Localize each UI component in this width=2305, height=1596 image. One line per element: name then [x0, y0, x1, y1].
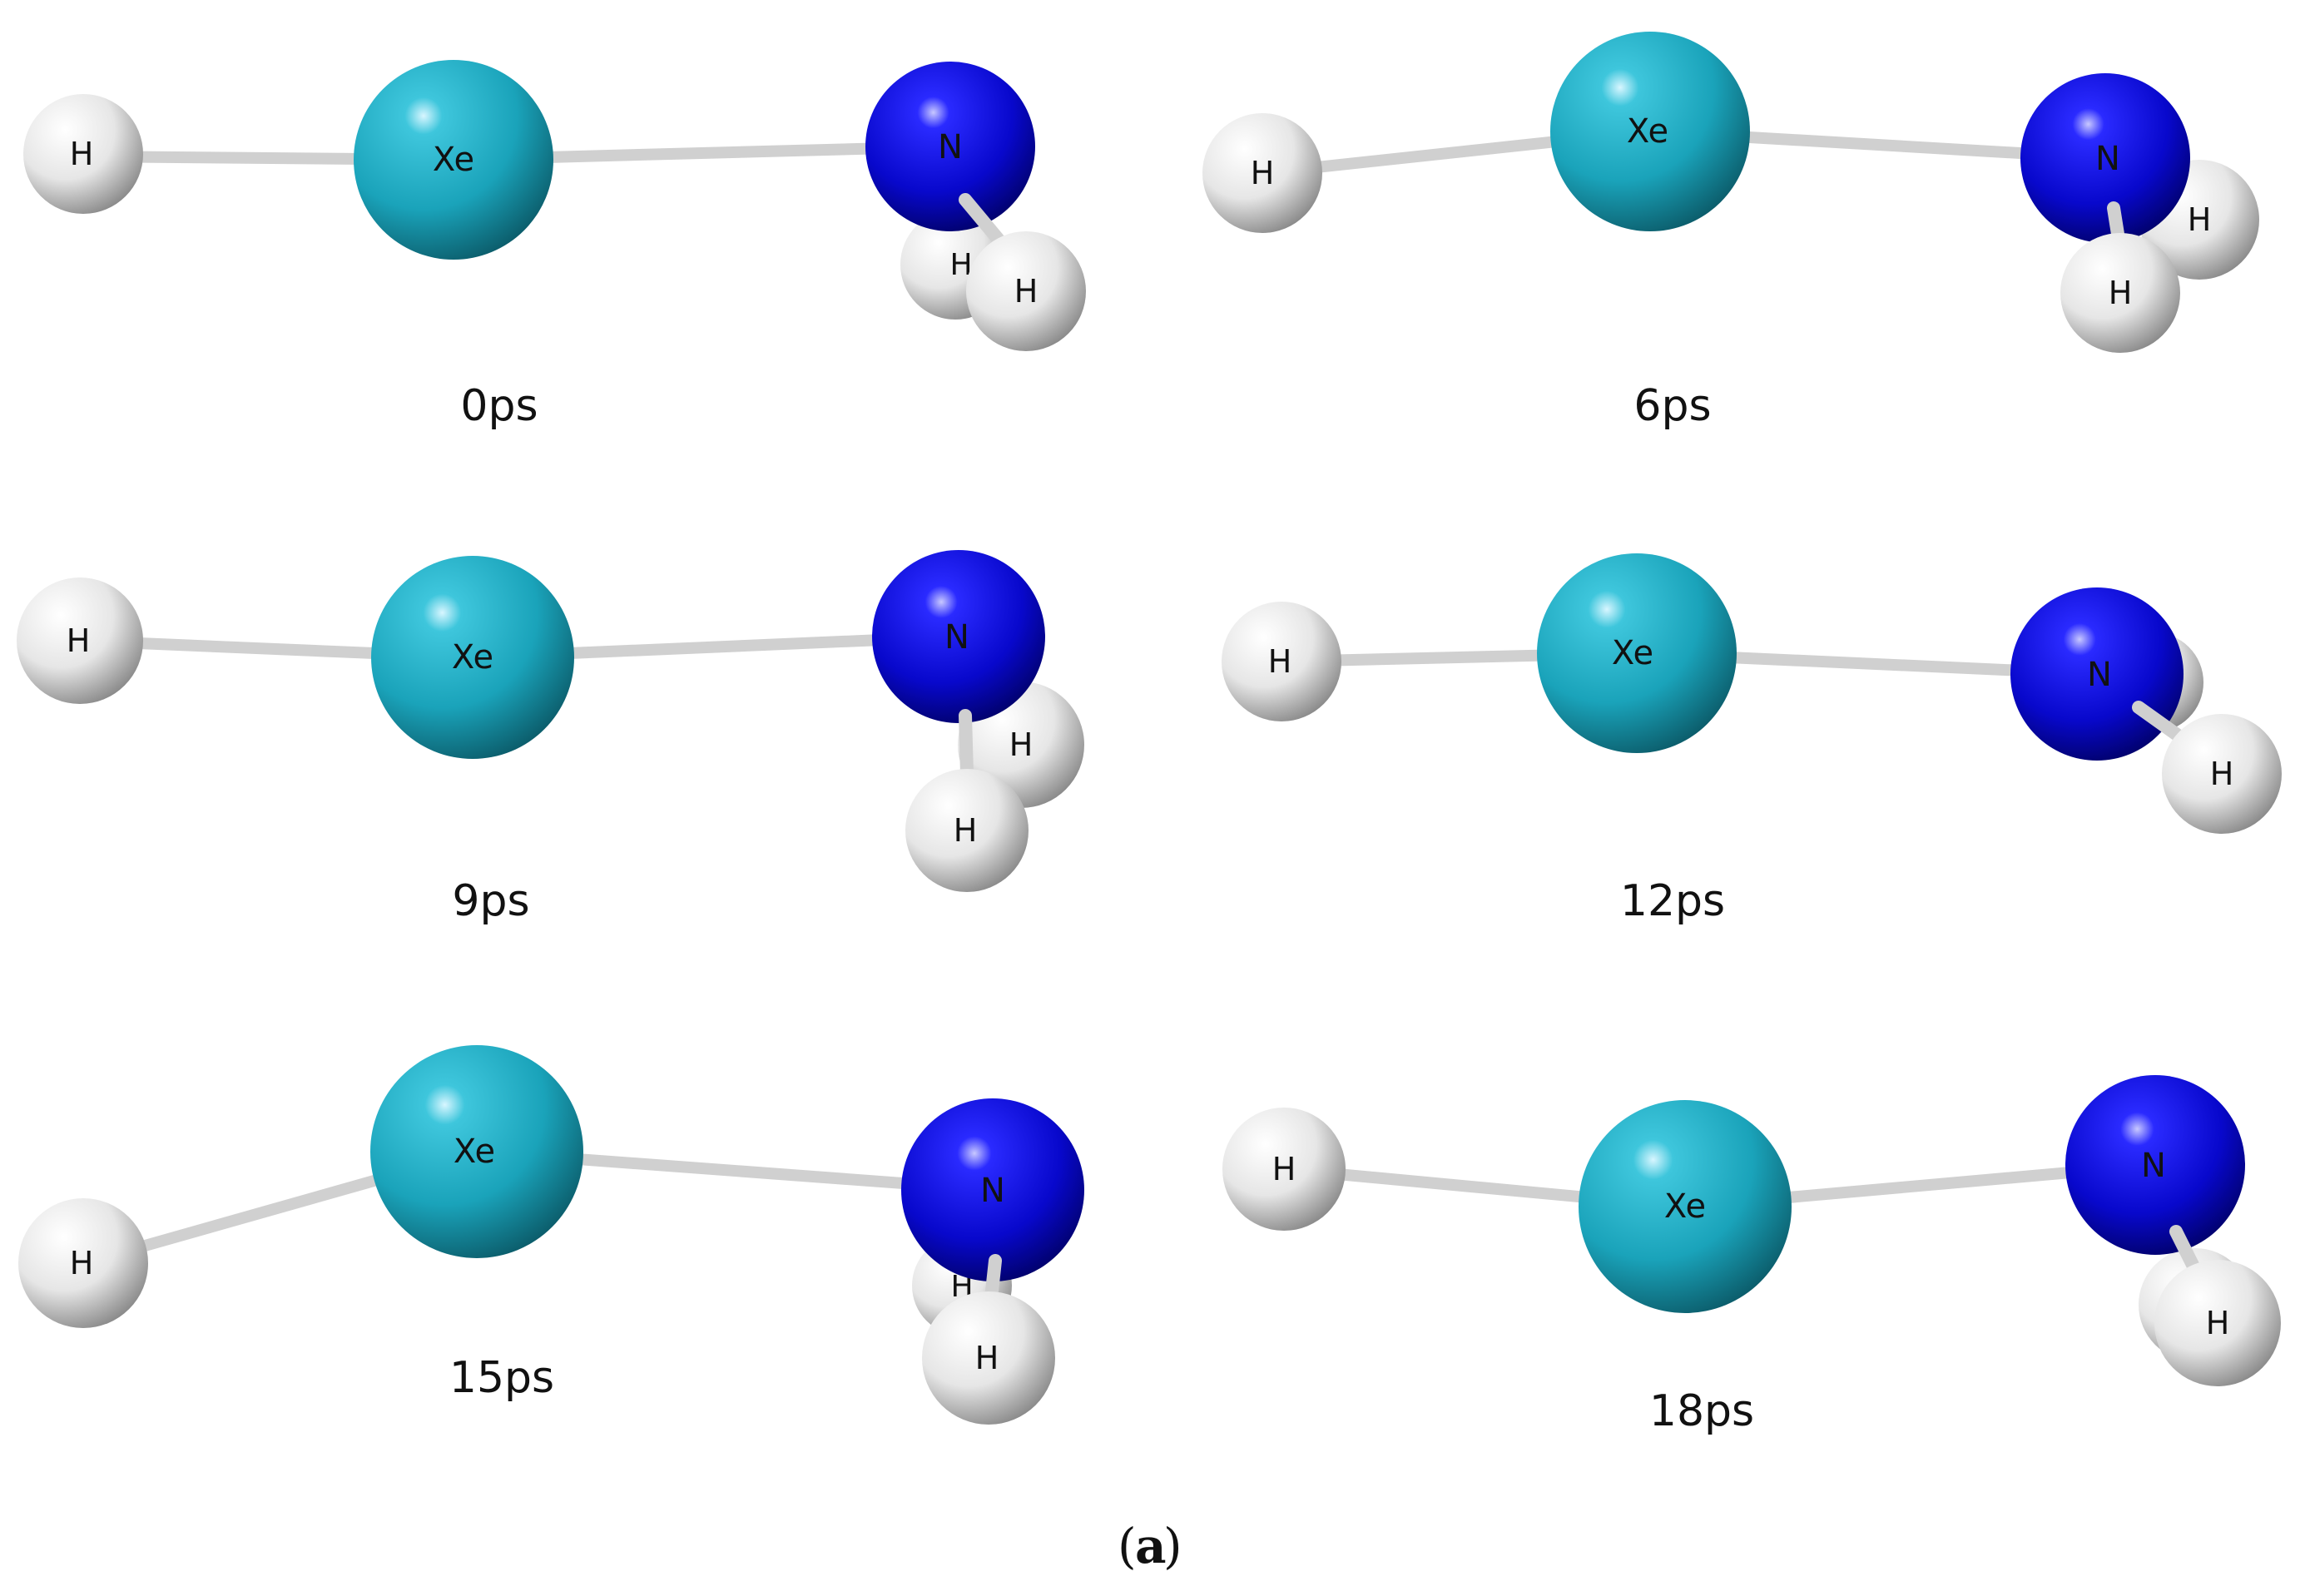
hydrogen-atom — [905, 769, 1029, 892]
atom-label: H — [67, 622, 91, 659]
frame-15ps: H H Xe N H 15ps — [18, 1045, 1084, 1425]
frame-6ps: H H Xe N H 6ps — [1202, 32, 2259, 431]
caption-letter: a — [1135, 1518, 1167, 1574]
hydrogen-atom — [2154, 1260, 2281, 1386]
atom-label: Xe — [454, 1133, 495, 1171]
atom-label: H — [2206, 1305, 2230, 1341]
atom-label: N — [2095, 140, 2120, 178]
hydrogen-atom — [2162, 714, 2282, 834]
atom-label: Xe — [1612, 634, 1653, 672]
time-label: 0ps — [460, 381, 538, 431]
hydrogen-atom — [966, 231, 1086, 351]
bond-n-h — [959, 709, 974, 781]
hydrogen-atom — [17, 577, 143, 704]
atom-label: H — [2210, 756, 2234, 792]
time-label: 18ps — [1649, 1386, 1754, 1436]
time-label: 12ps — [1620, 876, 1725, 926]
atom-label: H — [2188, 201, 2212, 238]
hydrogen-atom — [23, 94, 143, 214]
caption-close-paren: ) — [1163, 1518, 1182, 1574]
atom-label: N — [938, 128, 963, 166]
atom-label: H — [70, 1245, 94, 1281]
frame-0ps: H H Xe N H 0ps — [23, 60, 1086, 431]
xenon-atom — [1579, 1100, 1792, 1313]
hydrogen-atom — [922, 1291, 1055, 1425]
nitrogen-atom — [2020, 73, 2190, 243]
xenon-atom — [371, 556, 574, 759]
nitrogen-atom — [872, 550, 1045, 723]
atom-label: N — [2087, 656, 2112, 694]
atom-label: H — [954, 812, 978, 849]
xenon-atom — [1537, 553, 1737, 753]
figure-caption: ( a ) — [1118, 1518, 1182, 1574]
time-label: 9ps — [452, 876, 529, 926]
nitrogen-atom — [2010, 587, 2184, 761]
xenon-atom — [354, 60, 553, 260]
hydrogen-atom — [18, 1198, 148, 1328]
frame-9ps: H H Xe N H 9ps — [17, 550, 1084, 926]
atom-label: H — [975, 1340, 999, 1376]
hydrogen-atom — [1222, 1108, 1346, 1231]
atom-label: Xe — [452, 638, 493, 677]
caption-open-paren: ( — [1118, 1518, 1137, 1574]
atom-label: H — [1268, 643, 1292, 680]
atom-label: N — [944, 618, 969, 657]
atom-label: N — [980, 1172, 1005, 1210]
atom-label: H — [1251, 155, 1275, 191]
hydrogen-atom — [2060, 233, 2180, 353]
atom-label: H — [1009, 726, 1034, 763]
nitrogen-atom — [865, 62, 1035, 231]
atom-label: Xe — [433, 141, 474, 179]
atom-label: H — [1014, 273, 1038, 310]
nitrogen-atom — [901, 1098, 1084, 1281]
nitrogen-atom — [2065, 1075, 2245, 1255]
hydrogen-atom — [1202, 113, 1322, 233]
atom-label: N — [2141, 1147, 2166, 1185]
xenon-atom — [370, 1045, 583, 1258]
atom-label: H — [70, 136, 94, 172]
frame-12ps: H H Xe N H 12ps — [1222, 553, 2282, 926]
atom-label: Xe — [1664, 1187, 1706, 1226]
time-label: 15ps — [449, 1353, 554, 1403]
atom-label: H — [1272, 1151, 1296, 1187]
atom-label: H — [2109, 275, 2133, 311]
atom-label: Xe — [1627, 112, 1668, 151]
frame-18ps: H H Xe N H 18ps — [1222, 1075, 2281, 1436]
hydrogen-atom — [1222, 602, 1341, 721]
xenon-atom — [1550, 32, 1750, 231]
time-label: 6ps — [1633, 381, 1711, 431]
